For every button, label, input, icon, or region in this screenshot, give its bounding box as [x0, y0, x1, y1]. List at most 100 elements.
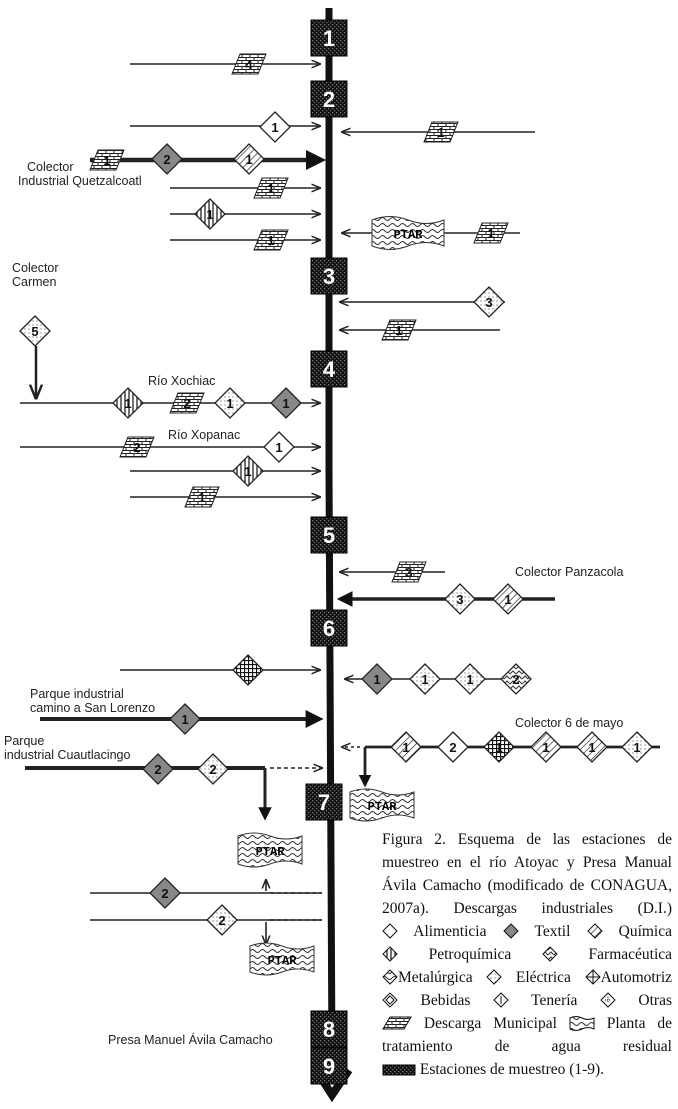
- legend-automotriz: Automotriz: [584, 969, 672, 986]
- station-square-icon: [382, 1064, 416, 1076]
- municipal-marker: 2: [169, 392, 205, 414]
- legend-petroquimica: Petroquímica: [382, 946, 511, 963]
- svg-text:4: 4: [245, 57, 253, 72]
- municipal-marker: 4: [231, 53, 267, 75]
- svg-text:2: 2: [218, 913, 225, 928]
- legend-electrica: Eléctrica: [486, 969, 571, 986]
- industrial-marker: 5: [19, 315, 51, 347]
- municipal-marker: 1: [423, 121, 459, 143]
- legend-ptar: Planta de tratamiento de agua residual: [382, 1015, 672, 1055]
- station-1: 1: [310, 19, 348, 57]
- label-carmen-1: Colector: [12, 261, 59, 275]
- municipal-marker: 1: [253, 177, 289, 199]
- municipal-marker: 1: [473, 222, 509, 244]
- ptar-plants: PTAR PTAR PTAR PTAR: [237, 216, 445, 976]
- ptar-cloud-icon: [569, 1016, 595, 1031]
- station-number: 2: [323, 87, 335, 112]
- svg-text:1: 1: [267, 181, 274, 196]
- svg-text:1: 1: [402, 740, 409, 755]
- svg-text:1: 1: [588, 740, 595, 755]
- diamond-double-icon: [382, 992, 398, 1008]
- svg-text:1: 1: [103, 153, 110, 168]
- industrial-marker: 1: [169, 703, 201, 735]
- legend-farmaceutica: Farmacéutica: [542, 946, 672, 963]
- figure-caption: Figura 2. Esquema de las estaciones de m…: [382, 828, 672, 1081]
- municipal-markers: 4 1 1 1 1 1 1 2 2 1 3: [89, 53, 509, 583]
- diamond-vertical-icon: [382, 946, 398, 962]
- station-7: 7: [305, 783, 343, 821]
- industrial-marker: 1: [454, 663, 486, 695]
- station-number: 1: [323, 26, 335, 51]
- diamond-cross-icon: [584, 969, 601, 985]
- legend-otras: Otras: [600, 992, 672, 1009]
- svg-text:1: 1: [226, 396, 233, 411]
- station-number: 6: [323, 616, 335, 641]
- industrial-marker: 2: [500, 663, 532, 695]
- industrial-marker: 2: [151, 143, 183, 175]
- svg-text:1: 1: [421, 672, 428, 687]
- svg-text:2: 2: [154, 762, 161, 777]
- industrial-marker: 3: [473, 286, 505, 318]
- svg-text:2: 2: [183, 396, 190, 411]
- legend-quimica: Química: [586, 923, 672, 940]
- station-9: 9: [310, 1047, 348, 1085]
- industrial-marker: 2: [149, 877, 181, 909]
- municipal-marker: 1: [184, 486, 220, 508]
- industrial-marker: 1: [361, 663, 393, 695]
- svg-text:1: 1: [244, 464, 251, 479]
- svg-text:1: 1: [504, 592, 511, 607]
- label-xopanac: Río Xopanac: [168, 428, 241, 442]
- svg-text:1: 1: [245, 152, 252, 167]
- svg-text:3: 3: [456, 592, 463, 607]
- station-3: 3: [310, 257, 348, 295]
- svg-text:1: 1: [124, 396, 131, 411]
- diamond-wave-icon: [382, 969, 398, 985]
- industrial-marker: 1: [270, 387, 302, 419]
- diamond-plus-icon: [600, 992, 616, 1008]
- svg-text:1: 1: [267, 233, 274, 248]
- legend-bebidas: Bebidas: [382, 992, 470, 1009]
- industrial-marker: 2: [437, 731, 469, 763]
- industrial-marker: 2: [197, 753, 229, 785]
- station-5: 5: [310, 516, 348, 554]
- svg-text:1: 1: [198, 490, 205, 505]
- industrial-marker: 1: [263, 431, 295, 463]
- diamond-diagonal-icon: [586, 923, 603, 939]
- station-2: 2: [310, 80, 348, 118]
- svg-text:1: 1: [633, 740, 640, 755]
- station-8: 8: [310, 1010, 348, 1048]
- ptar-plant: PTAR: [371, 216, 445, 250]
- svg-text:2: 2: [163, 152, 170, 167]
- industrial-marker: 1: [112, 387, 144, 419]
- svg-text:2: 2: [512, 672, 519, 687]
- label-xochiac: Río Xochiac: [148, 374, 216, 388]
- label-panzacola: Colector Panzacola: [515, 565, 624, 579]
- municipal-marker: 1: [253, 229, 289, 251]
- station-6: 6: [310, 609, 348, 647]
- svg-text:1: 1: [466, 672, 473, 687]
- svg-text:5: 5: [31, 324, 38, 339]
- station-number: 5: [323, 523, 335, 548]
- industrial-marker: [232, 654, 264, 686]
- label-lorenzo-1: Parque industrial: [30, 687, 124, 701]
- label-carmen-2: Carmen: [12, 275, 57, 289]
- svg-text:1: 1: [487, 226, 494, 241]
- industrial-marker: 3: [444, 583, 476, 615]
- municipal-marker: 1: [381, 319, 417, 341]
- label-quetzal-1: Colector: [27, 160, 74, 174]
- stations: 1 2 3 4 5 6 7 8 9: [305, 19, 348, 1085]
- industrial-marker: 1: [492, 583, 524, 615]
- station-number: 8: [323, 1017, 335, 1042]
- diamond-dotted-icon: [486, 969, 502, 985]
- svg-text:1: 1: [437, 125, 444, 140]
- station-4: 4: [310, 350, 348, 388]
- industrial-marker: 1: [576, 731, 608, 763]
- label-cuautla-1: Parque: [4, 734, 45, 748]
- municipal-marker: 3: [391, 561, 427, 583]
- legend-alimenticia: Alimenticia: [382, 923, 486, 940]
- ptar-plant: PTAR: [249, 942, 315, 976]
- industrial-markers: 1 2 1 1 3 5 1 1 1 1 1 3 1 1 1 1 2 1 1 2 …: [19, 111, 653, 936]
- caption-intro: Figura 2. Esquema de las estaciones de m…: [382, 831, 672, 917]
- svg-text:1: 1: [373, 672, 380, 687]
- svg-text:1: 1: [181, 712, 188, 727]
